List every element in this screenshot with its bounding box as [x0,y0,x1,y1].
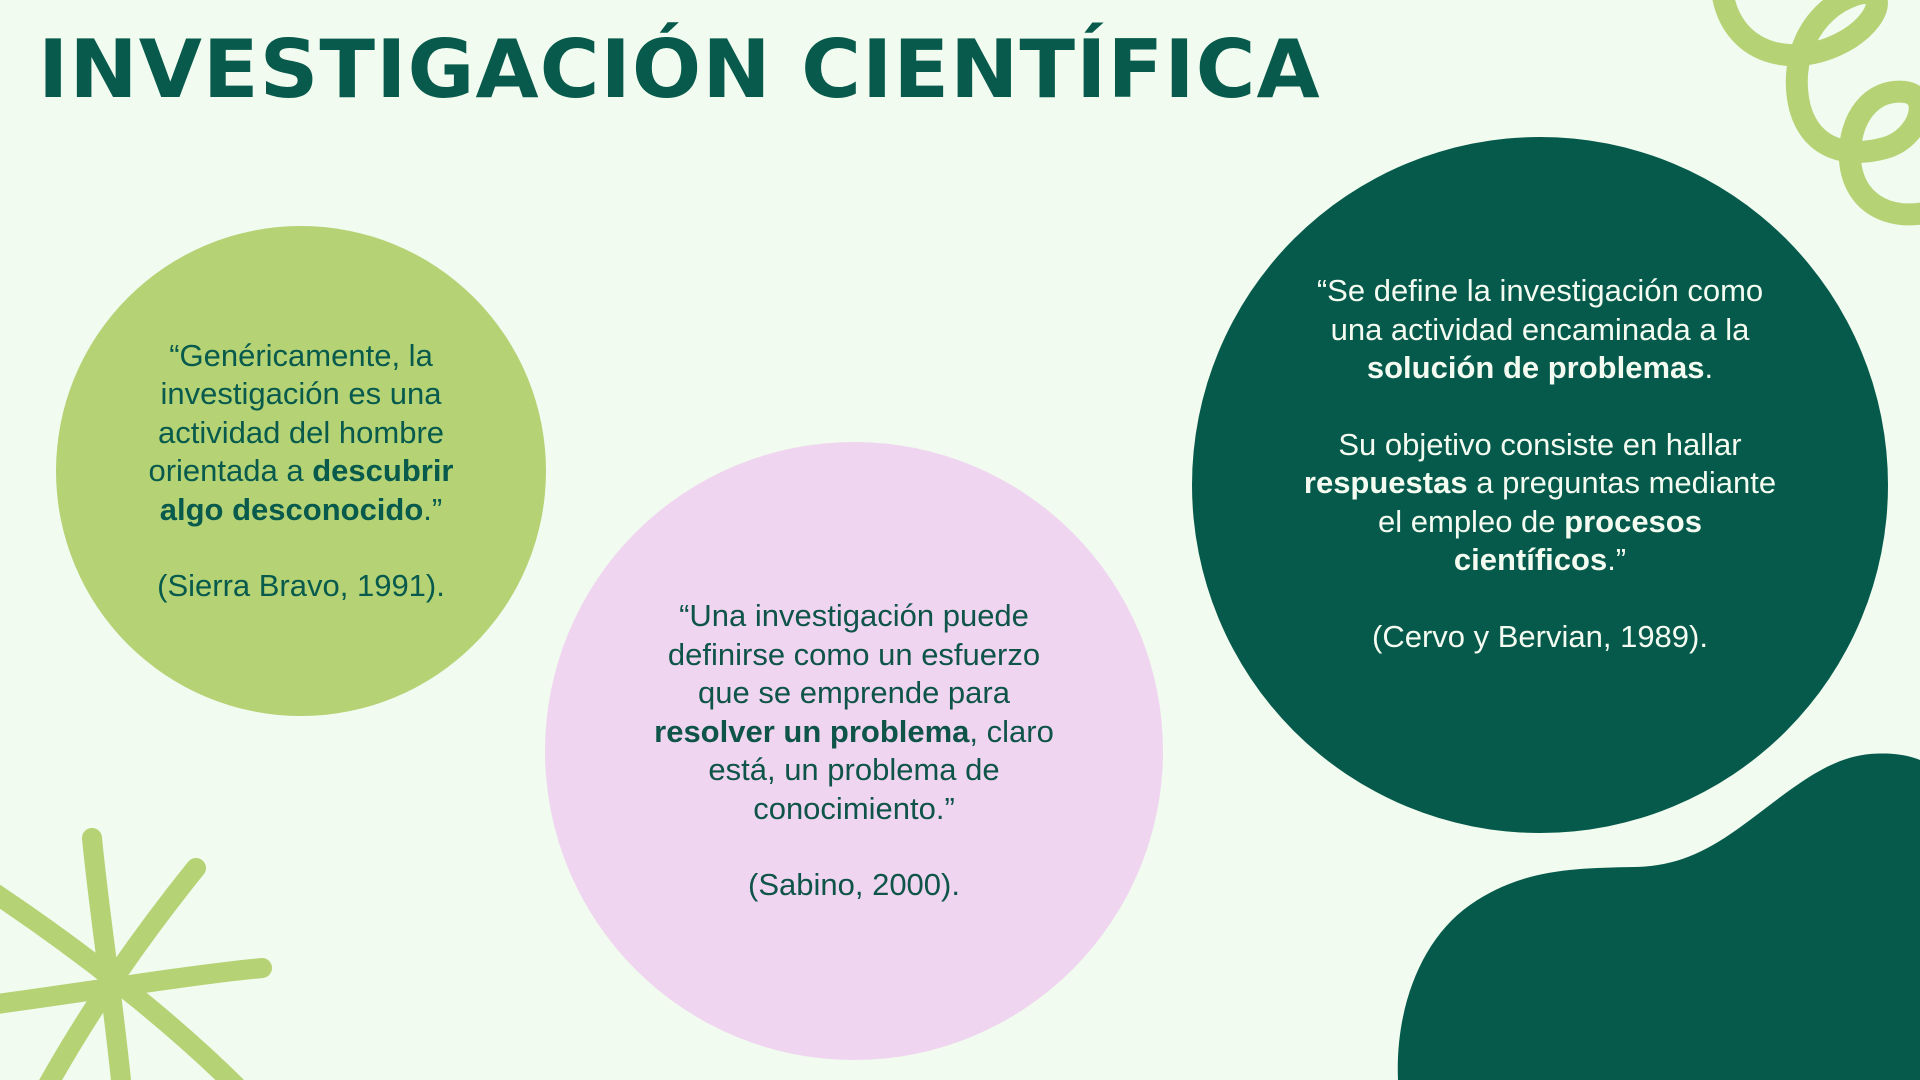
quote-text: “Genéricamente, la investigación es una … [131,337,471,606]
squiggle-loop-icon [1712,0,1920,226]
quote-card-cervo-bervian: “Se define la investigación como una act… [1192,137,1888,833]
quote-paragraph: “Genéricamente, la investigación es una … [131,337,471,530]
quote-text: “Se define la investigación como una act… [1300,272,1780,656]
quote-paragraph: “Una investigación puede definirse como … [644,597,1064,828]
quote-emphasis: solución de problemas [1366,350,1705,385]
quote-text-span: “Se define la investigación como una act… [1316,273,1764,347]
quote-citation: (Sierra Bravo, 1991). [157,568,445,603]
quote-emphasis: respuestas [1303,465,1468,500]
quote-citation: (Cervo y Bervian, 1989). [1372,618,1708,654]
quote-text-span: .” [423,491,443,527]
organic-blob-shape [1397,753,1920,1080]
quote-paragraph: Su objetivo consiste en hallar respuesta… [1300,426,1780,580]
quote-text-span: “Una investigación puede definirse como … [667,598,1041,711]
quote-text-span: “Genéricamente, la investigación es una … [148,337,445,489]
quote-text-span: Su objetivo consiste en hallar [1338,426,1742,462]
quote-card-sierra-bravo: “Genéricamente, la investigación es una … [56,226,546,716]
quote-text: “Una investigación puede definirse como … [644,597,1064,905]
quote-emphasis: descubrir algo desconocido [159,453,454,527]
slide-title: INVESTIGACIÓN CIENTÍFICA [38,23,1321,116]
quote-text-span: . [1704,350,1714,385]
asterisk-star-icon [0,828,272,1080]
quote-text-span: , claro está, un problema de conocimient… [708,713,1054,826]
quote-emphasis: resolver un problema [654,713,970,749]
quote-citation: (Sabino, 2000). [748,867,960,903]
quote-paragraph: “Se define la investigación como una act… [1300,272,1780,388]
quote-text-span: a preguntas mediante el empleo de [1378,465,1777,539]
quote-text-span: .” [1607,542,1627,577]
quote-emphasis: procesos científicos [1453,503,1702,578]
quote-card-sabino: “Una investigación puede definirse como … [545,442,1163,1060]
